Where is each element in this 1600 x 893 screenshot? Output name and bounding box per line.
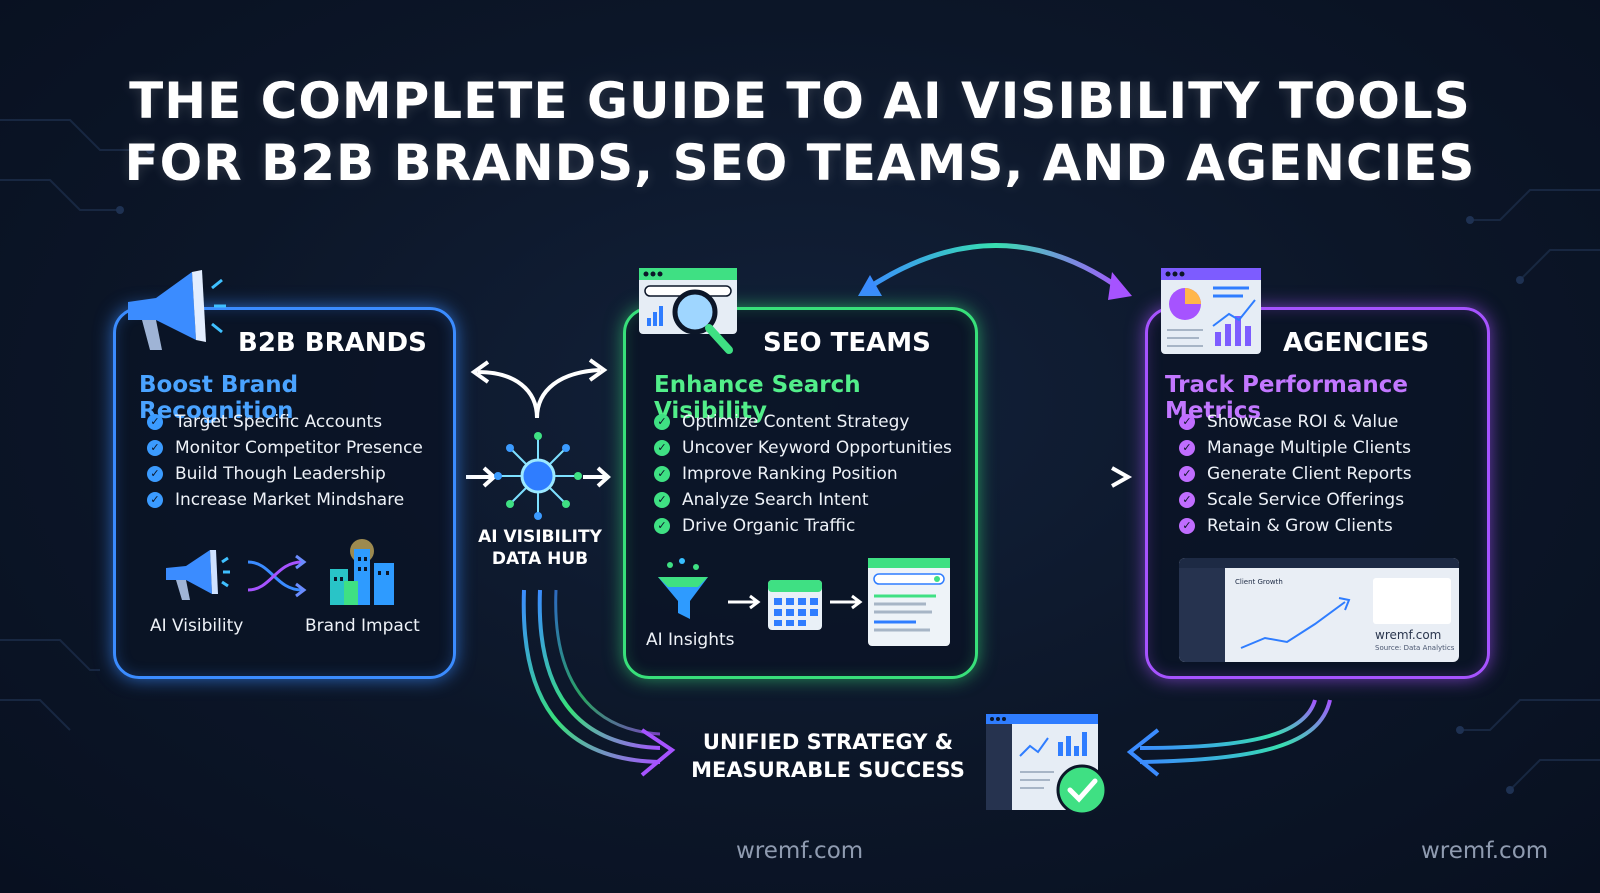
megaphone-icon — [166, 550, 230, 600]
check-icon: ✓ — [654, 492, 670, 508]
list-item: ✓Showcase ROI & Value — [1179, 409, 1412, 435]
list-item: ✓Scale Service Offerings — [1179, 487, 1412, 513]
calendar-icon — [768, 580, 822, 630]
check-icon: ✓ — [1179, 518, 1195, 534]
check-icon: ✓ — [147, 440, 163, 456]
document-icon — [868, 558, 950, 646]
ai-insights-label: AI Insights — [646, 630, 735, 650]
agencies-panel: AGENCIES Track Performance Metrics ✓Show… — [1145, 307, 1490, 679]
page-title-line-1: THE COMPLETE GUIDE TO AI VISIBILITY TOOL… — [129, 72, 1471, 130]
check-icon: ✓ — [147, 466, 163, 482]
growth-line-icon — [1240, 597, 1351, 649]
check-icon: ✓ — [147, 492, 163, 508]
seo-list: ✓Optimize Content Strategy ✓Uncover Keyw… — [654, 409, 952, 539]
list-item: ✓Uncover Keyword Opportunities — [654, 435, 952, 461]
funnel-icon — [658, 558, 708, 619]
panel-title: SEO TEAMS — [763, 328, 931, 358]
check-icon: ✓ — [654, 440, 670, 456]
check-icon: ✓ — [1179, 414, 1195, 430]
watermark-right: wremf.com — [1421, 838, 1549, 864]
shuffle-icon — [247, 554, 307, 598]
panel-subtitle: Track Performance Metrics — [1165, 372, 1409, 424]
check-icon: ✓ — [1179, 492, 1195, 508]
list-item: ✓Increase Market Mindshare — [147, 487, 423, 513]
list-item: ✓Build Though Leadership — [147, 461, 423, 487]
search-window-icon — [639, 268, 737, 354]
watermark-center: wremf.com — [736, 838, 864, 864]
city-icon — [330, 539, 394, 605]
dashboard-source: Source: Data Analytics — [1375, 644, 1455, 652]
hub-label: AI VISIBILITY DATA HUB — [478, 527, 602, 569]
panel-title: AGENCIES — [1283, 328, 1430, 358]
list-item: ✓Manage Multiple Clients — [1179, 435, 1412, 461]
b2b-list: ✓Target Specific Accounts ✓Monitor Compe… — [147, 409, 423, 513]
brand-impact-label: Brand Impact — [305, 616, 420, 636]
check-icon: ✓ — [147, 414, 163, 430]
check-icon: ✓ — [1179, 466, 1195, 482]
page-title-line-2: FOR B2B BRANDS, SEO TEAMS, AND AGENCIES — [124, 134, 1476, 192]
analytics-window-icon — [1161, 268, 1261, 354]
list-item: ✓Monitor Competitor Presence — [147, 435, 423, 461]
check-icon: ✓ — [1179, 440, 1195, 456]
panel-subtitle: Boost Brand Recognition — [139, 372, 299, 424]
outcome-label: UNIFIED STRATEGY & MEASURABLE SUCCESS — [691, 730, 965, 782]
panel-title: B2B BRANDS — [238, 328, 427, 358]
b2b-brands-panel: B2B BRANDS Boost Brand Recognition ✓Targ… — [113, 307, 456, 679]
client-dashboard: Client Growth wremf.com Source: Data Ana… — [1179, 558, 1459, 662]
megaphone-icon — [128, 270, 226, 350]
dashboard-check-icon — [986, 714, 1108, 816]
ai-visibility-label: AI Visibility — [150, 616, 244, 636]
list-item: ✓Generate Client Reports — [1179, 461, 1412, 487]
panel-subtitle: Enhance Search Visibility — [654, 372, 861, 424]
arrow-right-icon — [728, 594, 761, 610]
arrow-right-icon — [830, 594, 863, 610]
check-icon: ✓ — [654, 518, 670, 534]
list-item: ✓Retain & Grow Clients — [1179, 513, 1412, 539]
seo-teams-panel: SEO TEAMS Enhance Search Visibility ✓Opt… — [623, 307, 978, 679]
dashboard-chart-title: Client Growth — [1235, 578, 1283, 586]
list-item: ✓Drive Organic Traffic — [654, 513, 952, 539]
agencies-list: ✓Showcase ROI & Value ✓Manage Multiple C… — [1179, 409, 1412, 539]
check-icon: ✓ — [654, 414, 670, 430]
list-item: ✓Target Specific Accounts — [147, 409, 423, 435]
list-item: ✓Improve Ranking Position — [654, 461, 952, 487]
list-item: ✓Optimize Content Strategy — [654, 409, 952, 435]
check-icon: ✓ — [654, 466, 670, 482]
list-item: ✓Analyze Search Intent — [654, 487, 952, 513]
hub-network-icon — [494, 432, 582, 520]
dashboard-brand: wremf.com — [1375, 628, 1442, 642]
